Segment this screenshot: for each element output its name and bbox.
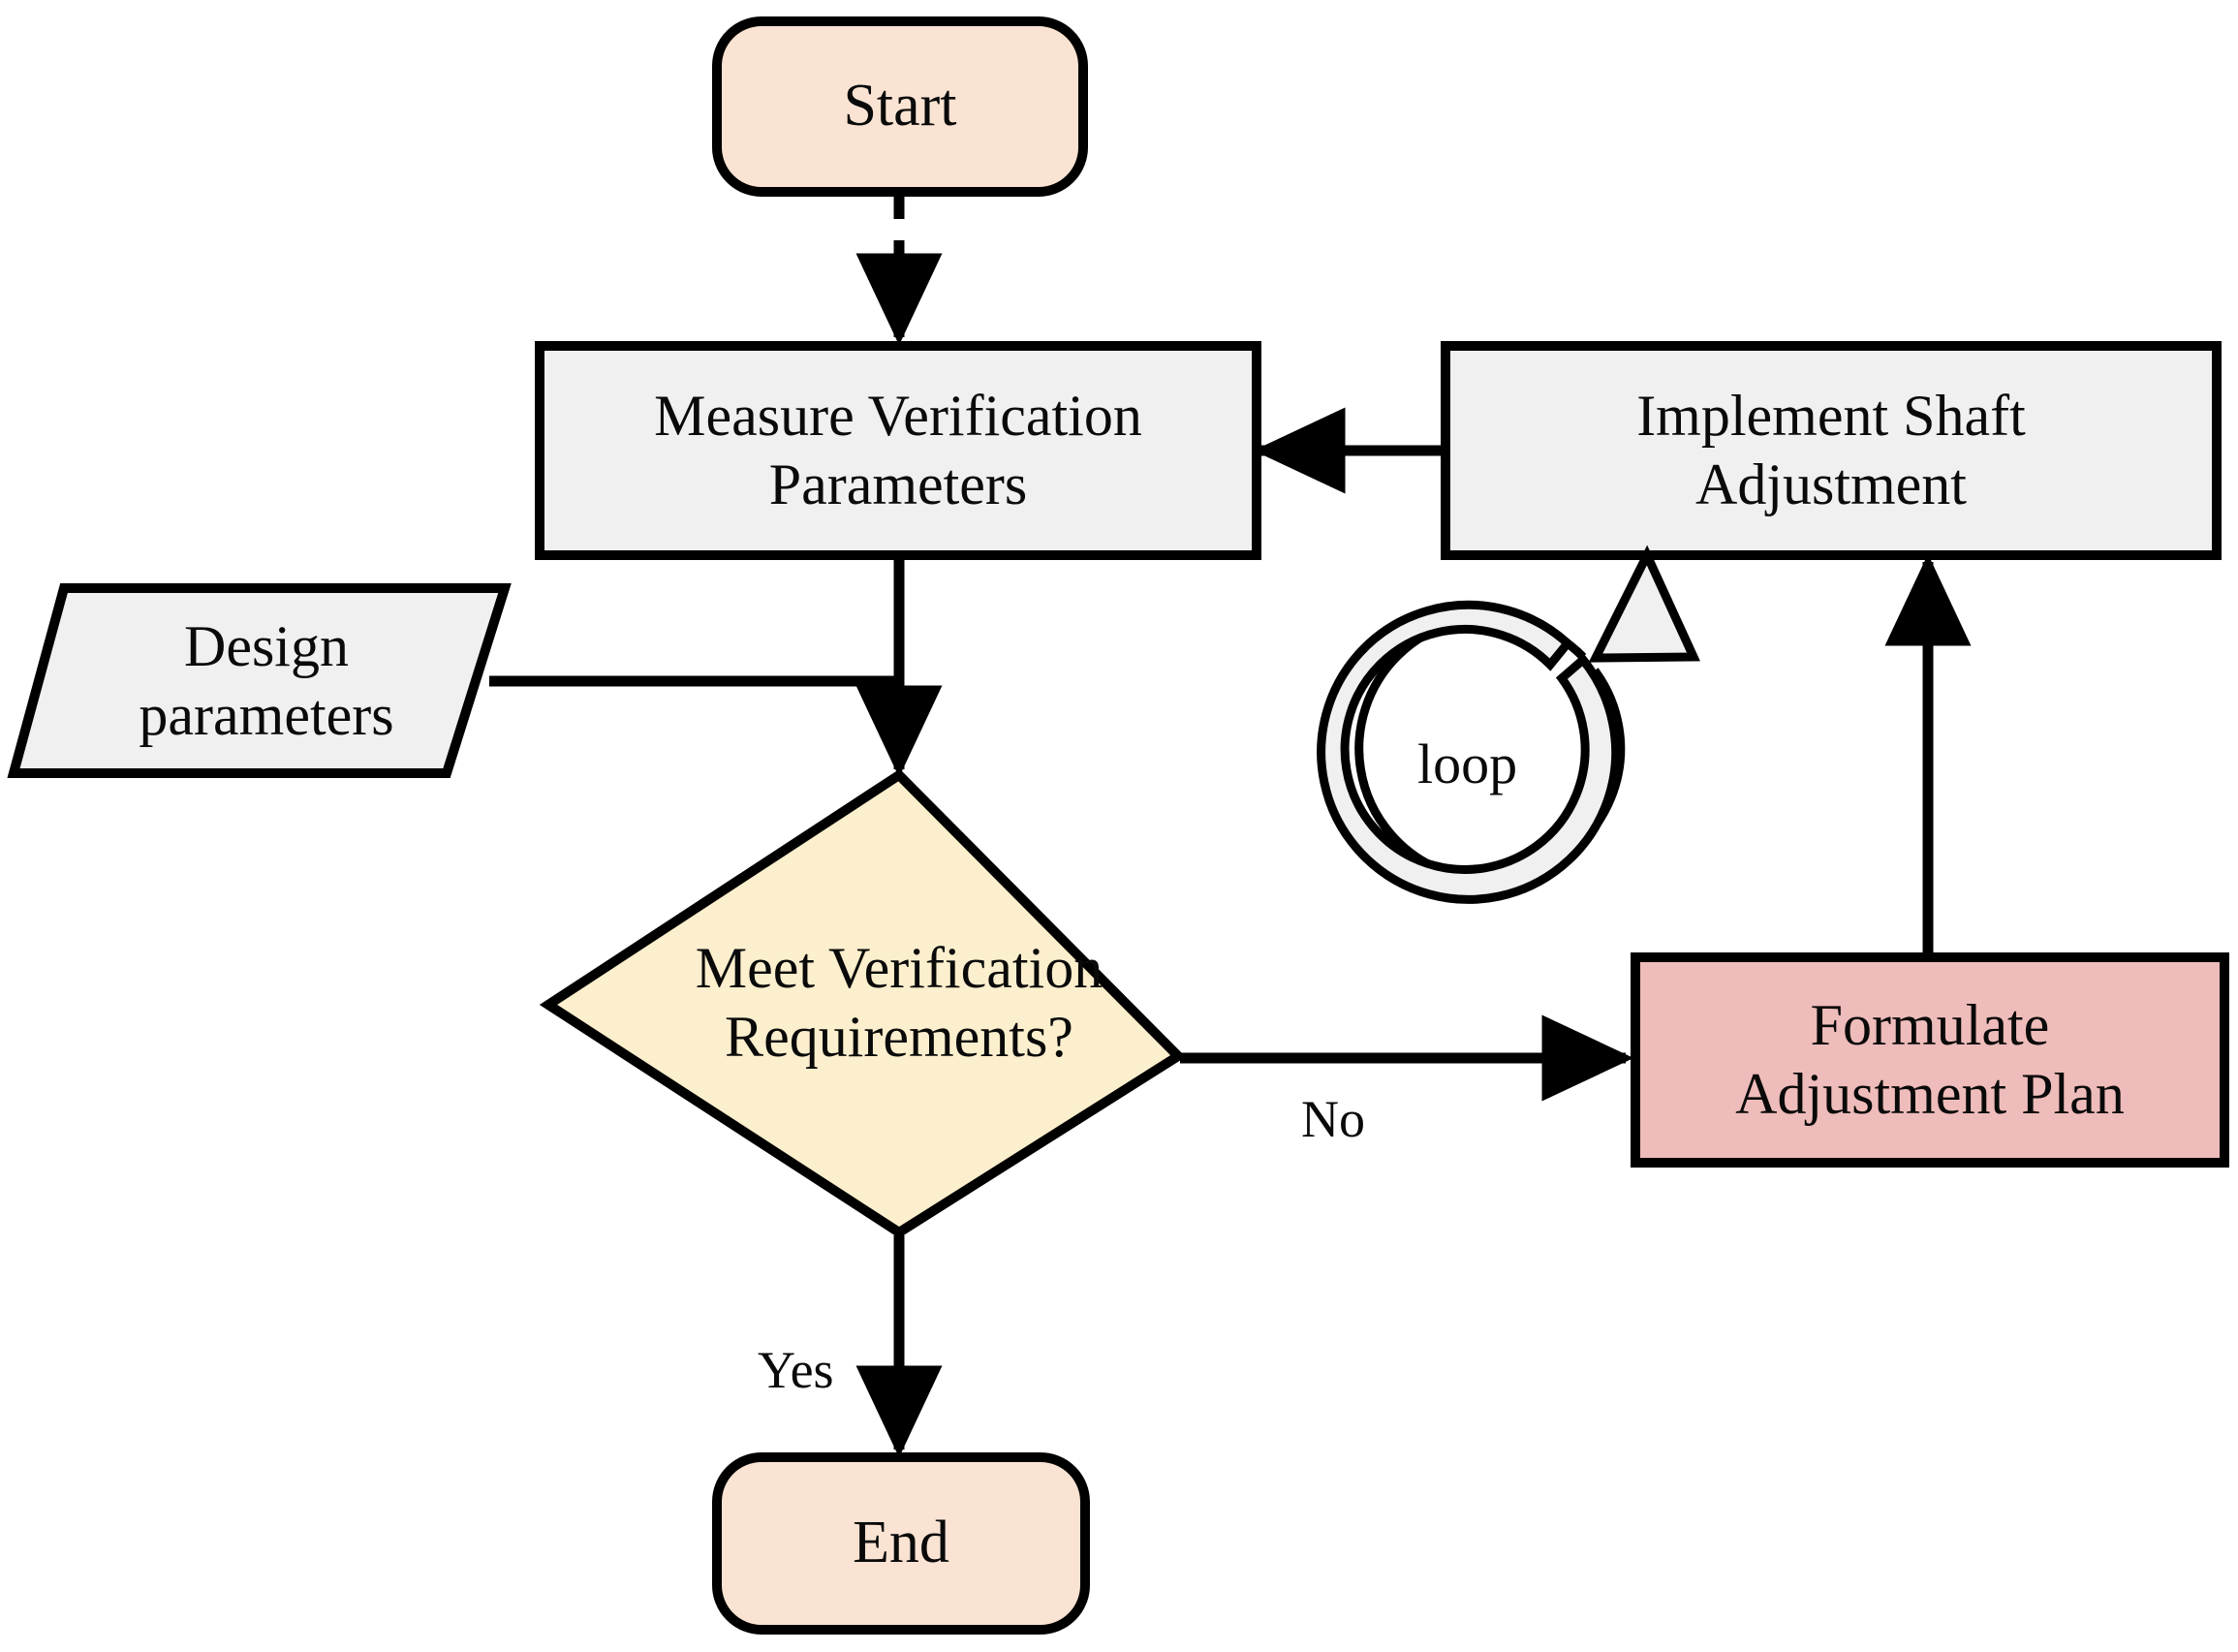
node-formulate-adjustment-plan[interactable] xyxy=(1631,952,2229,1168)
node-end[interactable] xyxy=(712,1452,1090,1635)
circular-arrow-clockwise-icon xyxy=(1317,545,1700,904)
node-implement-shaft-adjustment[interactable] xyxy=(1441,341,2222,560)
edge-label-yes: Yes xyxy=(758,1341,834,1399)
node-design-parameters[interactable] xyxy=(7,583,512,778)
node-meet-verification-requirements[interactable] xyxy=(539,768,1186,1238)
loop-icon-label: loop xyxy=(1417,732,1518,795)
node-start[interactable] xyxy=(712,16,1088,197)
edge-label-no: No xyxy=(1301,1090,1365,1148)
node-measure-verification-parameters[interactable] xyxy=(535,341,1261,560)
